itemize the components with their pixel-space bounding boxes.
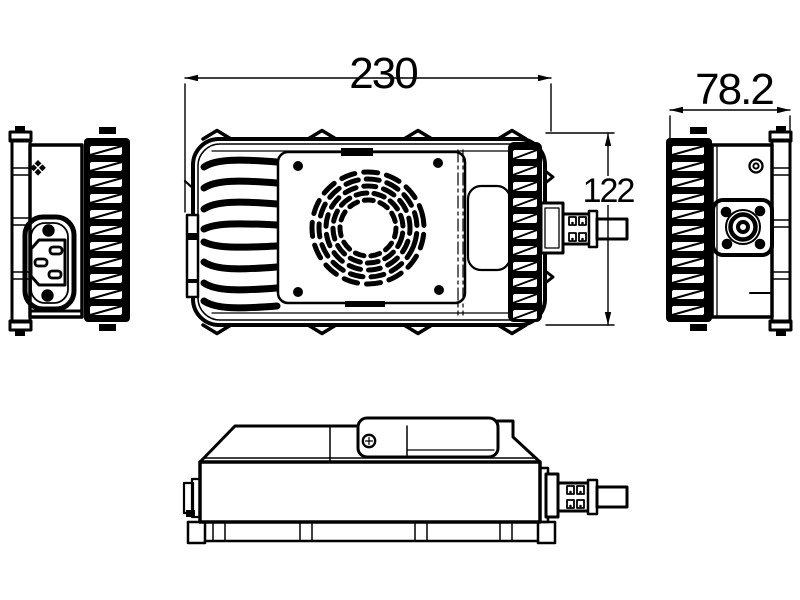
output-cable	[595, 217, 629, 241]
view-right-end	[666, 126, 793, 336]
inlet-screw-bottom	[41, 289, 54, 302]
dim-width-label: 230	[349, 49, 417, 98]
dim-depth-label: 78.2	[695, 65, 773, 114]
inlet-pin-slot	[47, 269, 63, 280]
connector-screw	[754, 205, 766, 217]
heatsink-fins-right-view	[666, 127, 712, 331]
plate-screw	[293, 287, 303, 297]
connector-screw	[721, 238, 733, 250]
inlet-stub-side	[182, 477, 202, 519]
plate-screw	[433, 158, 443, 168]
output-cable	[595, 485, 629, 509]
plate-screw	[434, 285, 444, 295]
fan-cover-plate	[276, 148, 467, 316]
plate-screw	[293, 161, 303, 171]
indicator-led	[748, 158, 764, 174]
housing-edge-tabs	[201, 128, 555, 336]
power-inlet-socket	[22, 214, 77, 312]
view-front	[182, 416, 629, 545]
heatsink-fins-right-band	[508, 142, 542, 322]
heatsink-fins-left-view	[84, 127, 130, 331]
cable-gland-front	[538, 466, 629, 524]
connector-screw	[754, 238, 766, 250]
heatsink-fins-top-view	[200, 156, 281, 312]
side-clamp-bracket	[185, 213, 200, 299]
handle-tab	[356, 416, 500, 459]
cable-gland-top	[539, 201, 629, 255]
logo-icon	[30, 160, 46, 176]
handle-screw	[361, 433, 377, 449]
fan-vent-icon	[309, 169, 427, 287]
dim-height: 122	[545, 132, 636, 326]
connector-screw	[720, 206, 732, 218]
mounting-flange-right	[768, 126, 793, 336]
inlet-screw-top	[42, 224, 55, 237]
dim-depth: 78.2	[669, 65, 791, 148]
left-end-panel	[28, 143, 84, 319]
inlet-pin-slot	[33, 257, 49, 268]
base-skirt	[186, 520, 557, 545]
dim-height-label: 122	[583, 172, 635, 210]
dim-width: 230	[183, 49, 552, 213]
inlet-pin-slot	[48, 245, 64, 256]
output-connector-plate	[711, 198, 774, 257]
front-body	[198, 460, 542, 524]
view-top	[185, 128, 629, 336]
view-left-end	[8, 126, 130, 336]
